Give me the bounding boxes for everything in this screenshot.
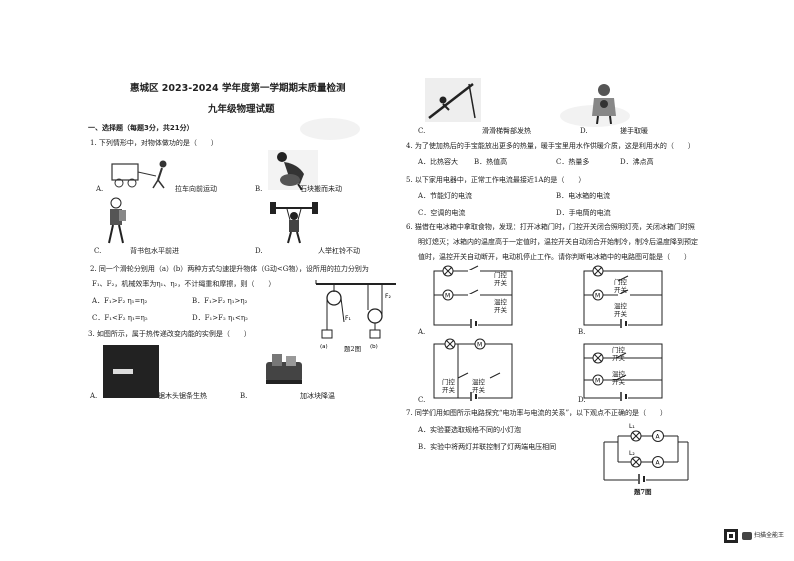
switch-label: 开关: [614, 286, 627, 294]
lamp-l1-label: L₁: [629, 423, 635, 430]
q1-option-a-text: 拉车向前运动: [175, 185, 217, 193]
switch-label: 开关: [442, 386, 455, 394]
q2-option-b: B．F₁>F₂ η₁>η₂: [192, 297, 248, 305]
q4-option-d: D．沸点高: [620, 158, 654, 166]
circuit-d: M: [583, 343, 663, 401]
q4-option-b: B．热值高: [474, 158, 508, 166]
q7-parallel-circuit: A A L₁ L₂: [603, 423, 689, 484]
temp-switch-label: 温控: [472, 378, 485, 386]
q1-option-b-text: 石块搬而未动: [300, 185, 342, 193]
q4-stem: 4. 为了使加热后的手宝能放出更多的热量，暖手宝里用水作供暖介质，这是利用水的（…: [406, 142, 695, 150]
q5-option-c: C．空调的电流: [418, 209, 466, 217]
q1-option-b-letter: B.: [255, 185, 263, 193]
q6-option-c: C.: [418, 396, 426, 404]
q6-option-b: B.: [578, 328, 586, 336]
walking-student-illustration: [108, 197, 126, 244]
q5-option-b: B．电冰箱的电流: [556, 192, 611, 200]
temp-switch-label: 温控: [614, 302, 627, 310]
q5-option-a: A．节能灯的电流: [418, 192, 473, 200]
q3-option-a-text: 锯木头锯条生热: [158, 392, 207, 400]
rubbing-hands-illustration: [592, 84, 616, 124]
q2-option-a: A．F₁>F₂ η₁=η₂: [92, 297, 148, 305]
qr-code-icon: [724, 529, 738, 543]
q3-option-d-text: 搓手取暖: [620, 127, 648, 135]
label-a: (a): [320, 344, 328, 350]
q1-option-d-text: 人举杠铃不动: [318, 247, 360, 255]
ammeter-symbol: A: [656, 434, 661, 441]
q3-option-c-letter: C.: [418, 127, 426, 135]
ammeter-symbol: A: [656, 460, 661, 467]
scan-smudge: [300, 118, 360, 140]
q1-option-a-letter: A.: [96, 185, 104, 193]
lamp-l2-label: L₂: [629, 450, 635, 457]
q5-option-d: D．手电筒的电流: [556, 209, 611, 217]
q2-option-c: C．F₁<F₂ η₁=η₂: [92, 314, 148, 322]
q5-stem: 5. 以下家用电器中，正常工作电流最接近1A的是（ ）: [406, 176, 586, 184]
slide-illustration: [425, 78, 481, 122]
q2-line2: F₁、F₂，机械效率为η₁、η₂，不计绳重和摩擦，则（ ）: [92, 280, 276, 288]
q2-option-d: D．F₁>F₂ η₁<η₂: [192, 314, 248, 322]
ice-cooling-photo: [266, 354, 302, 384]
circuit-a: M: [433, 265, 513, 328]
weightlifter-illustration: [270, 202, 318, 244]
q4-option-a: A．比热容大: [418, 158, 459, 166]
q3-option-b-text: 加冰块降温: [300, 392, 335, 400]
q3-option-b-letter: B.: [240, 392, 248, 400]
circuit-c: M: [433, 338, 513, 401]
motor-symbol: M: [445, 293, 450, 300]
q1-option-c-letter: C.: [94, 247, 102, 255]
q3-option-c-text: 滑滑梯臀部发热: [482, 127, 531, 135]
cart-pulling-illustration: [111, 160, 167, 189]
q6-line2: 明灯熄灭；冰箱内的温度高于一定值时，温控开关自动闭合开始制冷，制冷后温度降到预定: [418, 238, 698, 246]
switch-label: 开关: [494, 279, 507, 287]
q3-option-d-letter: D.: [580, 127, 588, 135]
motor-symbol: M: [595, 378, 600, 385]
switch-label: 开关: [472, 386, 485, 394]
switch-label: 开关: [614, 310, 627, 318]
label-f2: F₂: [385, 293, 391, 300]
lifting-stone-illustration: [268, 150, 318, 190]
q2-figure-caption: 题2图: [344, 345, 362, 353]
exam-subtitle: 九年级物理试题: [208, 104, 275, 115]
q6-line1: 6. 猫借在电冰箱中拿取食物，发现：打开冰箱门时，门控开关闭合照明灯亮，关闭冰箱…: [406, 223, 695, 231]
sawing-wood-photo: [103, 345, 159, 398]
scanner-logo-icon: [742, 532, 752, 540]
door-switch-label: 门控: [442, 378, 455, 386]
label-f1: F₁: [345, 315, 351, 322]
watermark-text: 扫描全能王: [754, 532, 785, 539]
q4-option-c: C．热量多: [556, 158, 590, 166]
q6-option-d: D.: [578, 396, 586, 404]
switch-label: 开关: [612, 378, 625, 386]
pulley-diagram: F₁ F₂ (a) (b): [315, 280, 396, 350]
q7-figure-caption: 题7图: [634, 488, 652, 496]
switch-label: 开关: [612, 354, 625, 362]
q1-option-d-letter: D.: [255, 247, 263, 255]
circuit-b: M: [583, 265, 663, 328]
q6-option-a: A.: [418, 328, 426, 336]
label-b: (b): [370, 344, 378, 350]
motor-symbol: M: [595, 293, 600, 300]
section-heading: 一、选择题（每题3分，共21分）: [88, 124, 194, 132]
q1-option-c-text: 背书包水平前进: [130, 247, 179, 255]
temp-switch-label: 温控: [494, 298, 507, 306]
door-switch-label: 门控: [612, 346, 625, 354]
motor-symbol: M: [477, 342, 482, 349]
q7-option-b: B．实验中将两灯并联控制了灯两端电压相同: [418, 443, 557, 451]
door-switch-label: 门控: [494, 271, 507, 279]
switch-label: 开关: [494, 306, 507, 314]
q3-option-a-letter: A.: [90, 392, 98, 400]
q7-stem: 7. 同学们用如图所示电路探究“电功率与电流的关系”，以下观点不正确的是（ ）: [406, 409, 668, 417]
q3-stem: 3. 如图所示，属于热传递改变内能的实例是（ ）: [88, 330, 251, 338]
q7-option-a: A．实验要选取规格不同的小灯泡: [418, 426, 522, 434]
q2-line1: 2. 同一个滑轮分别用（a）(b）两种方式匀速提升物体（G动<G物），设所用的拉…: [90, 265, 369, 273]
exam-title: 惠城区 2023-2024 学年度第一学期期末质量检测: [130, 83, 346, 94]
q6-line3: 值时，温控开关自动断开，电动机停止工作。请你判断电冰箱中的电路图可能是（ ）: [418, 253, 691, 261]
temp-switch-label: 温控: [612, 370, 625, 378]
q1-stem: 1. 下列情形中，对物体做功的是（ ）: [90, 139, 218, 147]
door-switch-label: 门控: [614, 278, 627, 286]
